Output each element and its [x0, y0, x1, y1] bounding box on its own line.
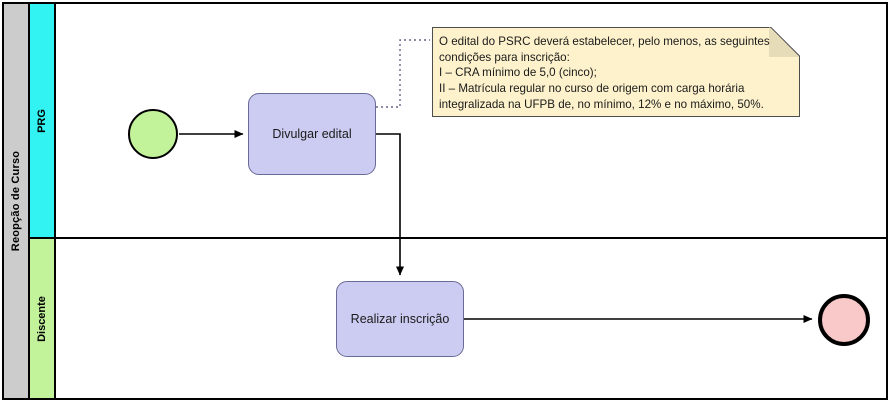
text-annotation-note[interactable]: O edital do PSRC deverá estabelecer, pel… [432, 27, 800, 117]
lane-label-discente: Discente [36, 295, 48, 342]
note-text: O edital do PSRC deverá estabelecer, pel… [439, 35, 770, 111]
lane-discente: Discente [30, 237, 888, 398]
task-label-divulgar-edital: Divulgar edital [272, 126, 352, 141]
lane-header-discente: Discente [30, 239, 56, 398]
task-realizar-inscricao[interactable]: Realizar inscrição [336, 281, 464, 357]
pool-label: Reopção de Curso [10, 150, 22, 252]
task-label-realizar-inscricao: Realizar inscrição [350, 311, 450, 326]
end-event[interactable] [818, 294, 870, 346]
note-body [432, 27, 800, 117]
lane-prg: PRG [30, 4, 888, 237]
pool-header: Reopção de Curso [4, 4, 30, 398]
task-divulgar-edital[interactable]: Divulgar edital [248, 93, 376, 175]
lane-label-prg: PRG [36, 108, 48, 133]
lane-header-prg: PRG [30, 4, 56, 237]
start-event[interactable] [128, 109, 178, 159]
